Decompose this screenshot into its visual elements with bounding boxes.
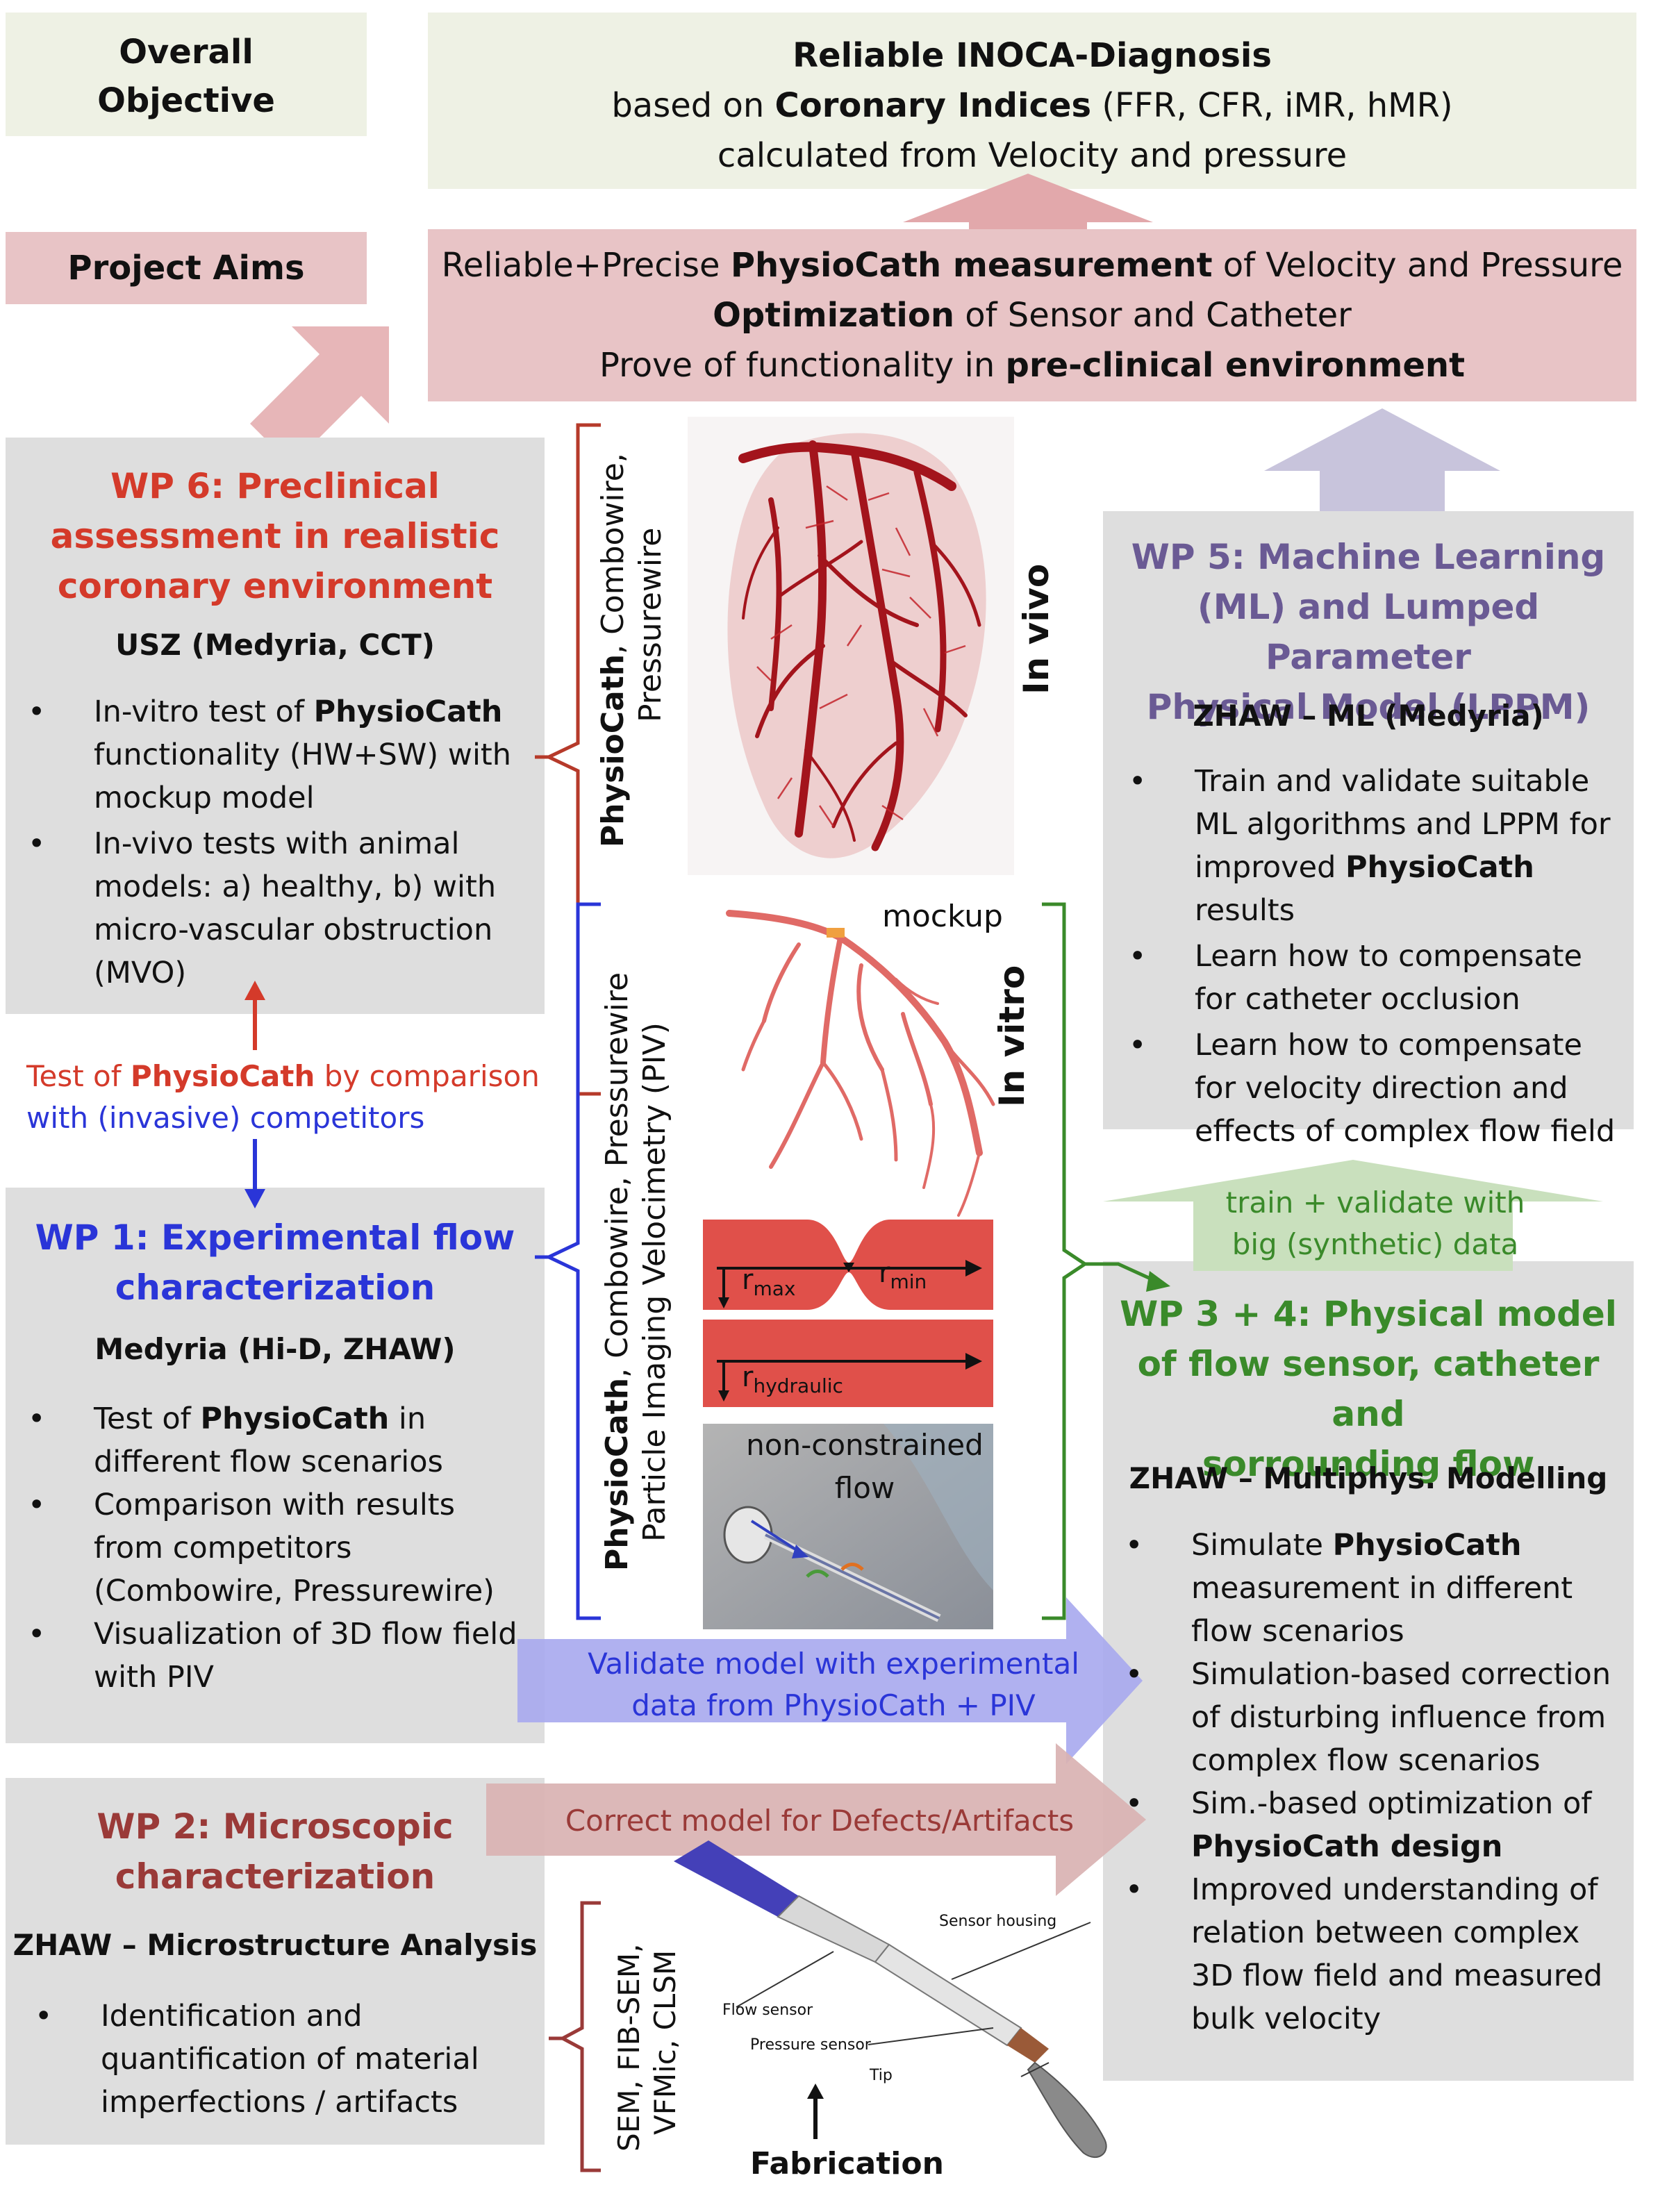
- tip-label: Tip: [870, 2067, 893, 2084]
- objective-title: Reliable INOCA-Diagnosis: [793, 36, 1272, 75]
- flow-sensor-label: Flow sensor: [722, 2002, 813, 2019]
- bracket-in-vitro: [535, 902, 601, 1620]
- nonconstrained-flow-image: [703, 1424, 993, 1629]
- wp5-org: ZHAW – ML (Medyria): [1193, 699, 1544, 733]
- stenosis-diagram: [703, 1220, 993, 1317]
- wp1-org: Medyria (Hi-D, ZHAW): [94, 1332, 456, 1366]
- arrow-correct-model: [486, 1743, 1146, 1896]
- r-min-label: rmin: [879, 1257, 927, 1293]
- arrow-up-to-objective: [903, 174, 1153, 236]
- hydraulic-diagram: [703, 1320, 993, 1407]
- wp5-title: WP 5: Machine Learning(ML) and Lumped Pa…: [1131, 537, 1606, 727]
- arrow-train-validate: [1103, 1160, 1603, 1271]
- r-max-label: rmax: [742, 1264, 796, 1300]
- test-note: Test of PhysioCath by comparison with (i…: [26, 1059, 540, 1135]
- overall-objective-text: Reliable INOCA-Diagnosis based on Corona…: [428, 31, 1636, 181]
- wp6-bullet-1: In-vitro test of PhysioCathfunctionality…: [28, 690, 538, 820]
- arrow-validate-model: [517, 1597, 1143, 1764]
- arrow-wp6-to-aims: [250, 326, 389, 465]
- fabrication-label: Fabrication: [750, 2146, 944, 2181]
- wp6-bullets: In-vitro test of PhysioCathfunctionality…: [28, 690, 538, 995]
- invitro-vertical-label: PhysioCath, Combowire, Pressurewire Part…: [599, 972, 672, 1571]
- project-aims-label-box: [6, 232, 367, 304]
- bracket-in-vitro-right: [1042, 902, 1170, 1620]
- project-aims-text: Reliable+Precise PhysioCath measurement …: [441, 246, 1623, 385]
- overall-objective-label: Overall Objective: [97, 33, 275, 120]
- heart-vessel-image: [688, 417, 1014, 875]
- pressure-sensor-label: Pressure sensor: [750, 2036, 871, 2054]
- project-aims-label: Project Aims: [67, 249, 305, 288]
- project-aims-box: [428, 229, 1636, 401]
- fabrication-arrow: [807, 2084, 824, 2139]
- overall-objective-box: [428, 13, 1636, 189]
- invivo-vertical-label: PhysioCath, Combowire, Pressurewire: [595, 453, 668, 847]
- correct-note: Correct model for Defects/Artifacts: [565, 1804, 1075, 1838]
- r-hydraulic-label: rhydraulic: [742, 1361, 843, 1397]
- wp6-org: USZ (Medyria, CCT): [115, 628, 435, 662]
- wp2-org: ZHAW – Microstructure Analysis: [13, 1928, 538, 1962]
- catheter-drawing: [674, 1840, 1107, 2158]
- arrow-test-down: [244, 1139, 265, 1208]
- sensor-housing-label: Sensor housing: [939, 1913, 1057, 1930]
- mockup-image: [726, 910, 995, 1217]
- arrow-wp5-to-aims: [1264, 408, 1500, 513]
- bracket-microscopy: [549, 1901, 601, 2172]
- overall-objective-label-box: [6, 13, 367, 136]
- arrow-test-up: [244, 981, 265, 1050]
- invivo-label: In vivo: [1016, 563, 1056, 695]
- wp34-org: ZHAW – Multiphys. Modelling: [1129, 1461, 1608, 1495]
- mockup-label: mockup: [882, 899, 1003, 934]
